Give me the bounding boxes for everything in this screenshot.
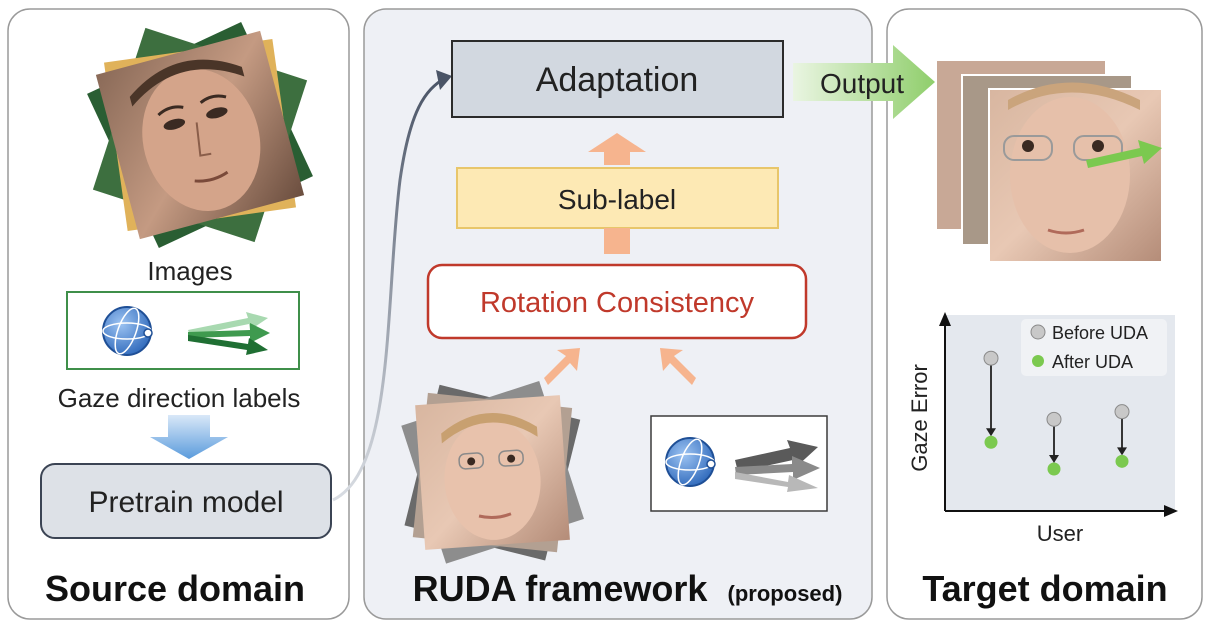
- down-arrow-icon: [150, 415, 228, 459]
- ruda-gaze-arrows-icon: [735, 440, 820, 492]
- predicted-gaze-arrow-icon: [1086, 140, 1162, 168]
- after-uda-point: [1115, 454, 1129, 468]
- chart-legend: [1021, 319, 1167, 376]
- sublabel-box: [456, 167, 779, 229]
- legend-after-label: After UDA: [1052, 352, 1133, 372]
- ruda-face-images: [401, 380, 584, 564]
- ruda-gaze-sphere-icon: [665, 437, 716, 487]
- output-label: Output: [820, 68, 904, 99]
- images-label: Images: [147, 256, 232, 286]
- ruda-framework-suffix: (proposed): [728, 581, 843, 606]
- before-uda-point: [983, 350, 999, 366]
- sublabel-label: Sub-label: [558, 184, 676, 215]
- legend-before-marker: [1030, 324, 1046, 340]
- improvement-arrowhead-icon: [1117, 447, 1127, 456]
- gaze-error-chart: Gaze Error User Before UDA After UDA: [907, 312, 1178, 546]
- up-arrow-to-adaptation-icon: [588, 133, 646, 165]
- target-face-images: [935, 59, 1163, 263]
- chart-x-label: User: [1037, 521, 1083, 546]
- target-domain-title: Target domain: [922, 568, 1167, 609]
- before-uda-point: [1046, 411, 1062, 427]
- y-axis-arrowhead-icon: [939, 312, 951, 326]
- gaze-labels-caption: Gaze direction labels: [58, 383, 301, 413]
- gaze-sphere-icon: [102, 306, 153, 356]
- output-arrow-icon: [793, 45, 935, 119]
- adaptation-label: Adaptation: [536, 61, 699, 99]
- diagonal-arrow-right-icon: [660, 348, 696, 385]
- after-uda-point: [1047, 462, 1061, 476]
- legend-after-marker: [1032, 355, 1044, 367]
- pretrain-model-box: [40, 463, 332, 539]
- rotation-consistency-box: [426, 263, 808, 340]
- up-arrow-to-sublabel-icon: [604, 228, 630, 254]
- ruda-framework-title: RUDA framework: [413, 568, 709, 609]
- legend-before-label: Before UDA: [1052, 323, 1148, 343]
- curve-arrowhead-icon: [436, 70, 452, 90]
- source-domain-title: Source domain: [45, 568, 305, 609]
- before-uda-point: [1114, 404, 1130, 420]
- pretrain-model-label: Pretrain model: [88, 486, 283, 519]
- source-face-images: [87, 22, 313, 248]
- improvement-arrowhead-icon: [986, 428, 996, 437]
- gaze-direction-arrows-icon: [188, 312, 270, 355]
- chart-y-label: Gaze Error: [907, 364, 932, 472]
- x-axis-arrowhead-icon: [1164, 505, 1178, 517]
- pretrain-to-adaptation-curve: [332, 76, 446, 502]
- adaptation-box: [451, 40, 784, 118]
- improvement-arrowhead-icon: [1049, 454, 1059, 463]
- after-uda-point: [984, 435, 998, 449]
- rotation-consistency-label: Rotation Consistency: [480, 287, 755, 319]
- diagonal-arrow-left-icon: [544, 348, 580, 385]
